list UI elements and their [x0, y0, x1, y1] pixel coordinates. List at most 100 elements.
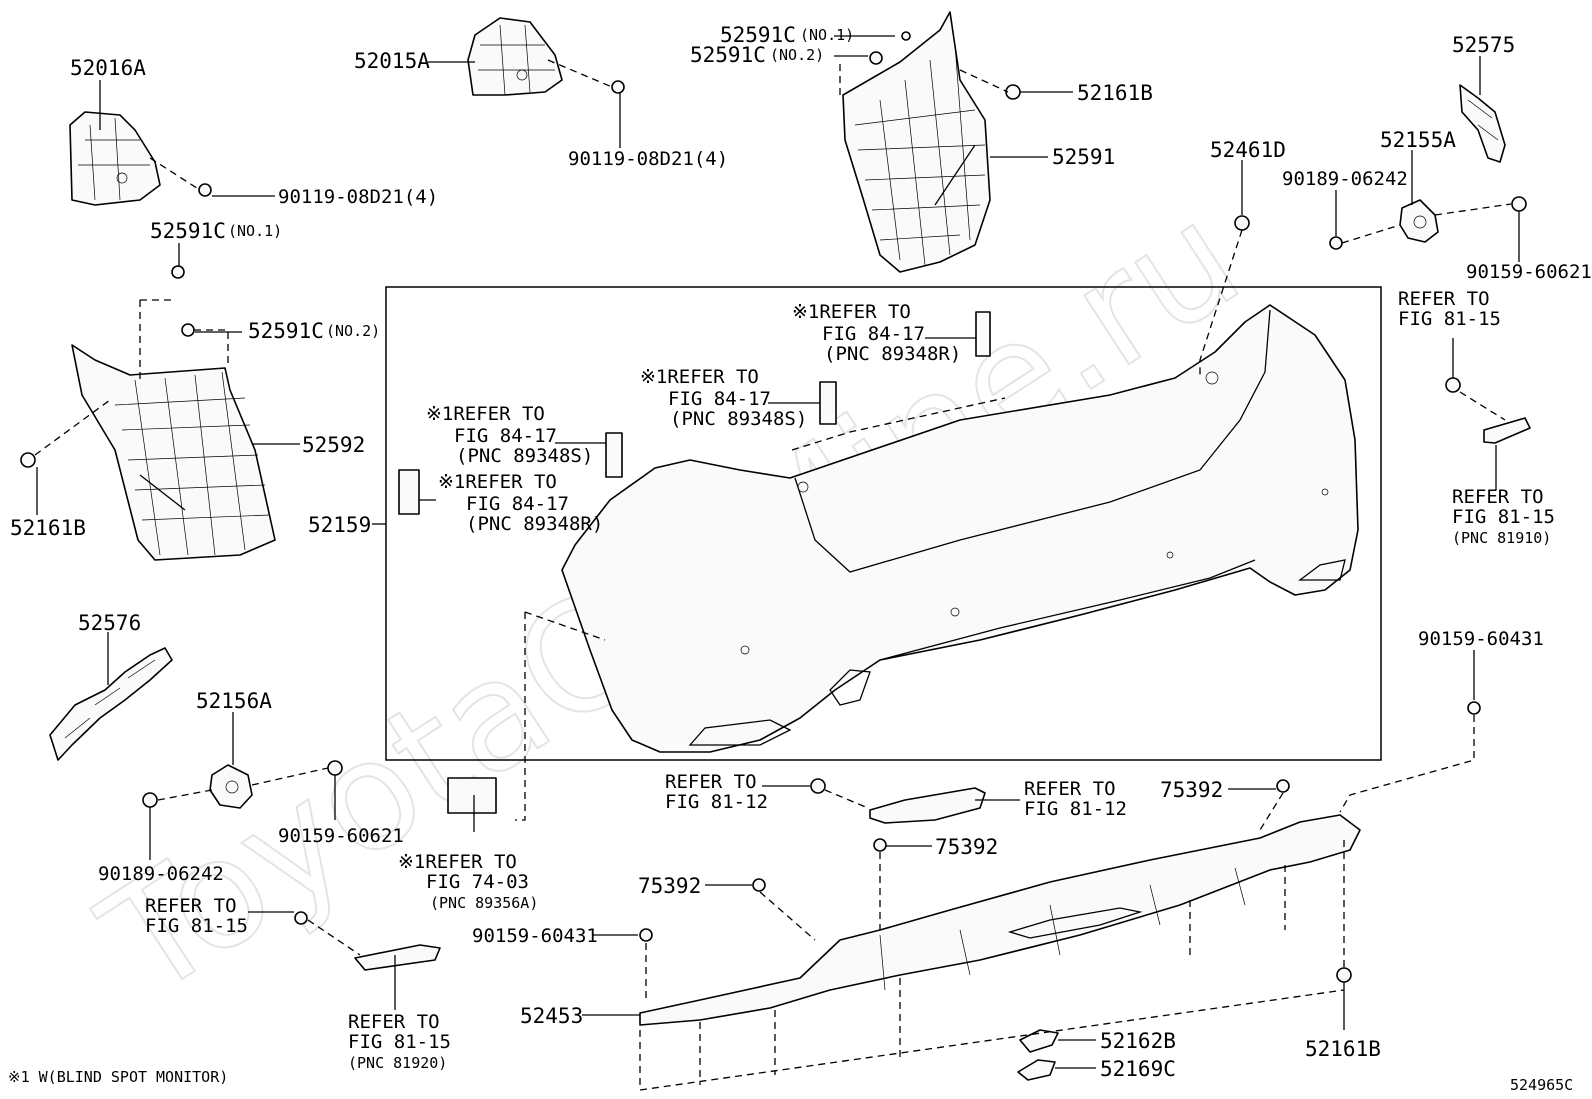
reflector-left — [354, 944, 441, 971]
label-75392-center: 75392 — [935, 835, 998, 859]
label-52159: 52159 — [308, 513, 371, 537]
label-no2-left: (NO.2) — [326, 322, 380, 340]
label-52161B-left: 52161B — [10, 516, 86, 540]
ref-r2: ※1REFER TO FIG 84-17 (PNC 89348S) — [640, 366, 807, 430]
bracket-89348S-upper — [819, 381, 837, 425]
clip-icon — [901, 31, 911, 41]
ref-line: FIG 74-03 — [426, 871, 529, 893]
label-no2-top: (NO.2) — [770, 46, 824, 64]
label-90159-60431-left: 90159-60431 — [472, 925, 598, 947]
ref-line: (PNC 89348S) — [456, 445, 593, 467]
label-52591C-left-no2: 52591C — [248, 319, 324, 343]
label-52161B-bottom: 52161B — [1305, 1037, 1381, 1061]
ref-line: REFER TO — [1398, 288, 1490, 310]
ref-line: FIG 84-17 — [466, 493, 569, 515]
ref-line: FIG 81-15 — [1398, 308, 1501, 330]
ref-line: ※1REFER TO — [792, 301, 911, 323]
label-90159-60621-left: 90159-60621 — [278, 825, 404, 847]
label-90189-right: 90189-06242 — [1282, 168, 1408, 190]
bolt-icon — [611, 80, 625, 94]
ref-line: ※1REFER TO — [640, 366, 759, 388]
ref-line: FIG 81-15 — [1452, 506, 1555, 528]
ref-line: (PNC 89348R) — [466, 513, 603, 535]
label-52591C-top-no2: 52591C — [690, 43, 766, 67]
footnote: ※1 W(BLIND SPOT MONITOR) — [8, 1068, 228, 1086]
label-52591C-top-no1: 52591C — [720, 23, 796, 47]
ref-line: FIG 84-17 — [668, 388, 771, 410]
clip-icon — [1005, 84, 1021, 100]
ref-line: (PNC 89356A) — [430, 894, 538, 912]
drawing-id: 524965C — [1510, 1076, 1573, 1094]
clip-icon — [752, 878, 766, 892]
part-52159-bumper-cover — [561, 304, 1359, 753]
label-90189-left: 90189-06242 — [98, 863, 224, 885]
part-52155A-drawing — [1399, 199, 1439, 243]
ref-r11: REFER TO FIG 81-15 (PNC 81920) — [348, 1011, 451, 1072]
ref-r10: REFER TO FIG 81-15 — [145, 895, 248, 937]
part-52162B-drawing — [1019, 1029, 1059, 1053]
ref-line: FIG 81-15 — [348, 1031, 451, 1053]
sensor-pad-74-03 — [447, 777, 497, 814]
part-52592-drawing — [71, 344, 276, 561]
label-52591: 52591 — [1052, 145, 1115, 169]
bolt-icon — [327, 760, 343, 776]
label-52576: 52576 — [78, 611, 141, 635]
part-52156A-drawing — [209, 764, 253, 809]
part-52016A-drawing — [69, 111, 161, 206]
part-52169C-drawing — [1017, 1059, 1056, 1081]
ref-line: (PNC 81910) — [1452, 529, 1551, 547]
fasteners — [20, 31, 1527, 983]
ref-r8: REFER TO FIG 81-12 — [665, 771, 768, 813]
ref-r6: REFER TO FIG 81-15 — [1398, 288, 1501, 330]
clip-icon — [869, 51, 883, 65]
part-52015A-drawing — [467, 17, 563, 96]
ref-r5: ※1REFER TO FIG 74-03 (PNC 89356A) — [398, 851, 538, 912]
washer-icon — [1234, 215, 1250, 231]
ref-line: (PNC 89348S) — [670, 408, 807, 430]
label-52592: 52592 — [302, 433, 365, 457]
bracket-89348R-upper — [975, 311, 991, 357]
ref-line: REFER TO — [1024, 778, 1116, 800]
clip-icon — [171, 265, 185, 279]
label-no1-top: (NO.1) — [800, 26, 854, 44]
bracket-89348S-left — [605, 432, 623, 478]
ref-line: (PNC 81920) — [348, 1054, 447, 1072]
ref-line: FIG 81-12 — [665, 791, 768, 813]
ref-line: REFER TO — [145, 895, 237, 917]
label-no1-left: (NO.1) — [228, 222, 282, 240]
labels: 52016A 52015A 90119-08D21(4) 90119-08D21… — [8, 23, 1592, 1094]
clip-icon — [181, 323, 195, 337]
part-52453-lower-spoiler — [639, 814, 1361, 1026]
label-90159-60431-right: 90159-60431 — [1418, 628, 1544, 650]
label-52156A: 52156A — [196, 689, 272, 713]
label-52575: 52575 — [1452, 33, 1515, 57]
clip-icon — [20, 452, 36, 468]
ref-r9: REFER TO FIG 81-12 — [1024, 778, 1127, 820]
ref-r7: REFER TO FIG 81-15 (PNC 81910) — [1452, 486, 1555, 547]
clip-icon — [873, 838, 887, 852]
bolt-icon — [810, 778, 826, 794]
rear-lamp-center — [869, 787, 986, 824]
label-52453: 52453 — [520, 1004, 583, 1028]
ref-line: REFER TO — [348, 1011, 440, 1033]
label-52591C-left-no1: 52591C — [150, 219, 226, 243]
ref-line: FIG 84-17 — [454, 425, 557, 447]
ref-r3: ※1REFER TO FIG 84-17 (PNC 89348S) — [426, 403, 593, 467]
bolt-icon — [1467, 701, 1481, 715]
ref-line: FIG 81-12 — [1024, 798, 1127, 820]
label-90119-left: 90119-08D21(4) — [278, 186, 438, 208]
ref-r4: ※1REFER TO FIG 84-17 (PNC 89348R) — [438, 471, 603, 535]
ref-line: REFER TO — [665, 771, 757, 793]
reflector-right — [1483, 417, 1531, 444]
label-52169C: 52169C — [1100, 1057, 1176, 1081]
label-52015A: 52015A — [354, 49, 430, 73]
label-75392-right: 75392 — [1160, 778, 1223, 802]
label-90159-60621-right: 90159-60621 — [1466, 261, 1592, 283]
ref-line: REFER TO — [1452, 486, 1544, 508]
label-52161B-top: 52161B — [1077, 81, 1153, 105]
label-75392-left: 75392 — [638, 874, 701, 898]
ref-line: (PNC 89348R) — [824, 343, 961, 365]
clip-icon — [142, 792, 158, 808]
part-52591-drawing — [842, 11, 991, 273]
ref-line: FIG 81-15 — [145, 915, 248, 937]
